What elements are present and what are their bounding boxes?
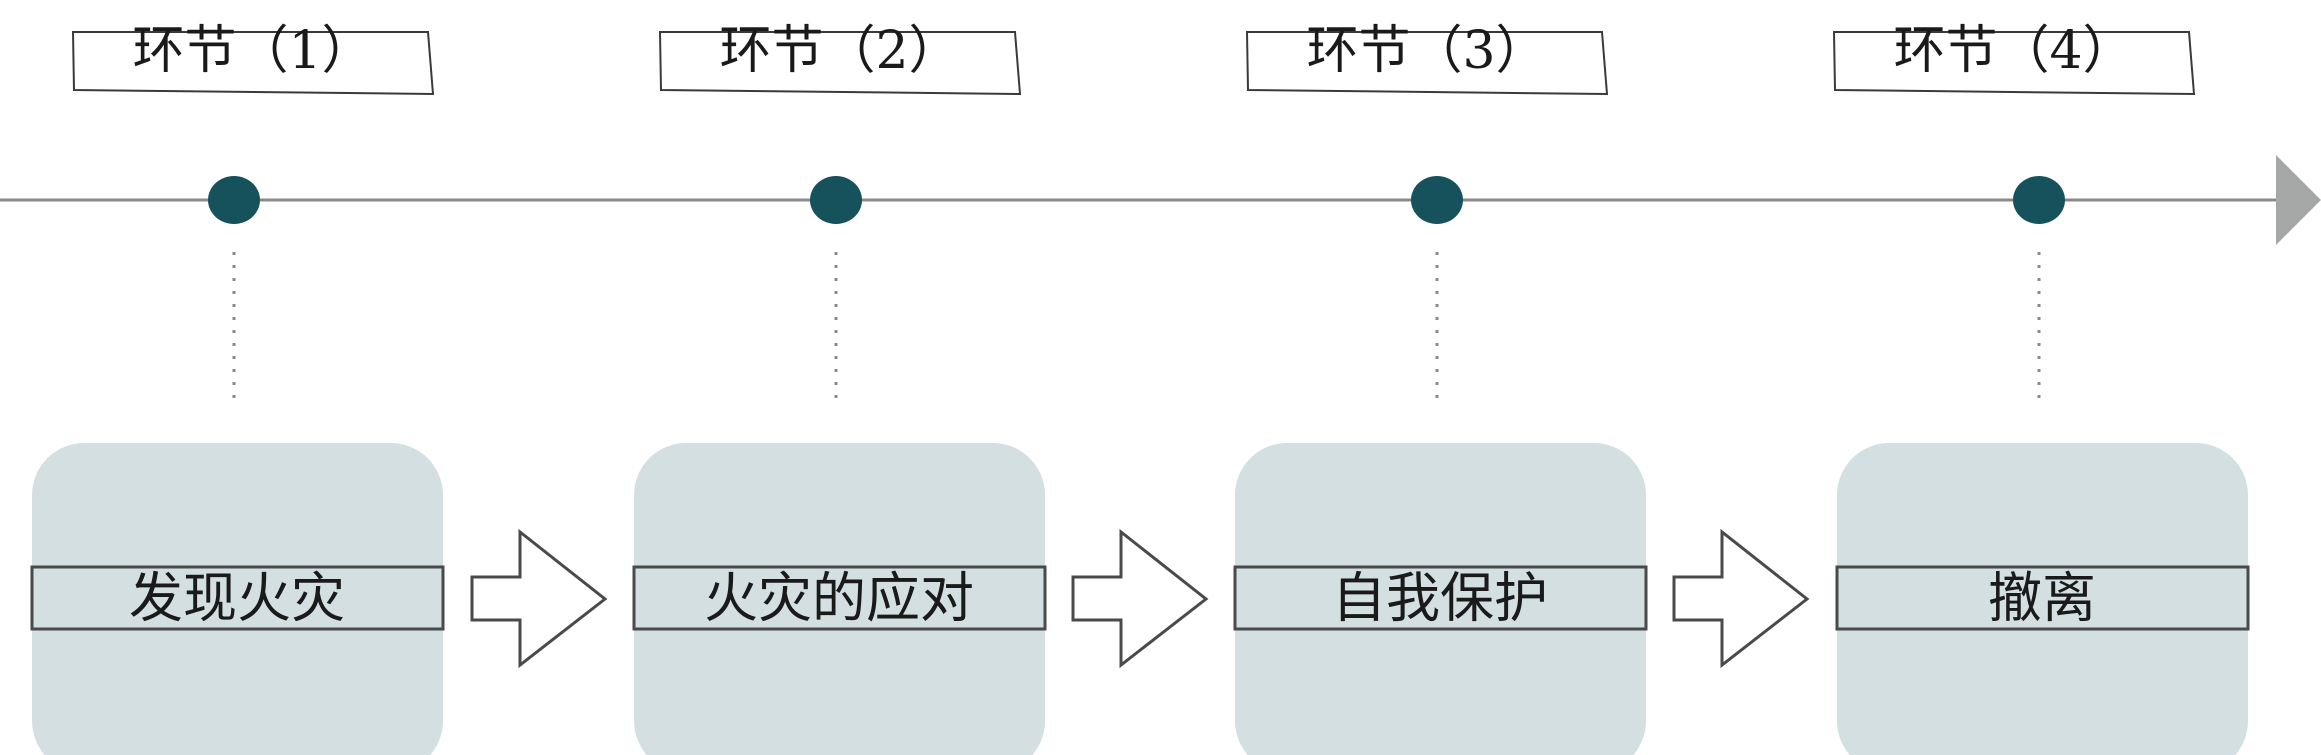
stage-label: 撤离 (1988, 567, 2096, 630)
stage-title-tag (71, 31, 435, 96)
stage-4: 环节（4） 撤离 (1832, 21, 2250, 755)
stage-label-bar (632, 565, 1047, 631)
stage-title: 环节（1） (132, 21, 373, 81)
stage-label-bar (30, 565, 445, 631)
stage-title: 环节（4） (1893, 21, 2134, 81)
timeline-node (208, 176, 260, 224)
stage-label-bar (1835, 565, 2250, 631)
stage-title-tag (1832, 31, 2196, 96)
stage-title-tag (1245, 31, 1609, 96)
stage-3: 环节（3） 自我保护 (1233, 21, 1648, 755)
flow-arrow-icon (1672, 528, 1810, 669)
timeline-arrowhead-icon (2276, 155, 2321, 245)
stage-label-bar (1233, 565, 1648, 631)
timeline-node (1411, 176, 1463, 224)
timeline-node (2013, 176, 2065, 224)
stage-title-tag (658, 31, 1022, 96)
flow-arrow-icon (470, 528, 608, 669)
stage-title: 环节（2） (719, 21, 960, 81)
stage-label: 发现火灾 (129, 567, 345, 630)
stage-label: 火灾的应对 (704, 567, 974, 630)
flow-arrow-icon (1071, 528, 1209, 669)
stage-1: 环节（1） 发现火灾 (30, 21, 445, 755)
timeline-node (810, 176, 862, 224)
stage-label: 自我保护 (1332, 567, 1548, 630)
stage-2: 环节（2） 火灾的应对 (632, 21, 1047, 755)
stage-title: 环节（3） (1306, 21, 1547, 81)
